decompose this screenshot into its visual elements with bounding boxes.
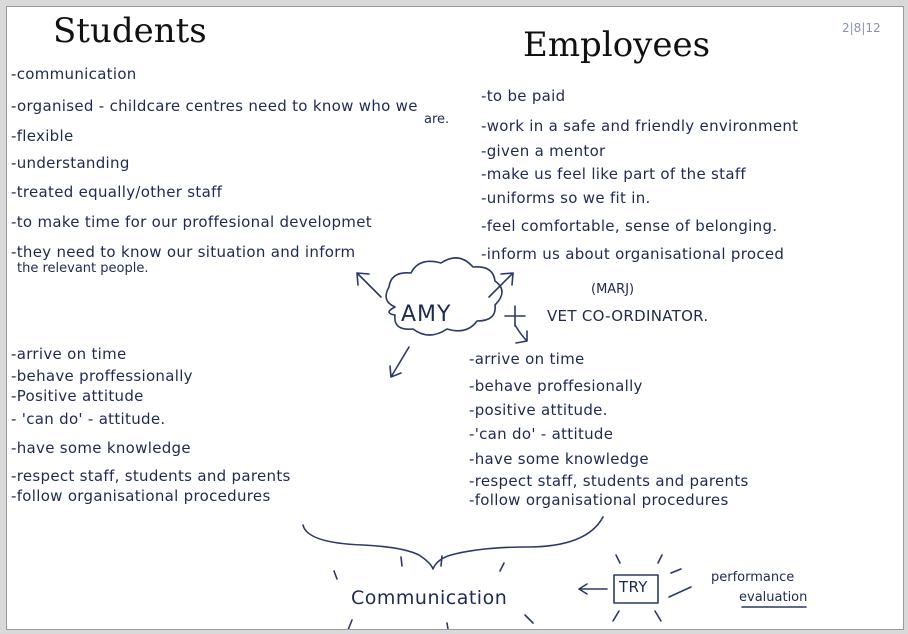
students-bottom-item: -behave proffessionally [11, 367, 193, 385]
students-top-item: -communication [11, 65, 137, 83]
employees-top-item: -to be paid [481, 87, 566, 105]
date-label: 2|8|12 [842, 21, 881, 35]
arrow-up-right-icon [488, 272, 514, 298]
coordinator-name: (MARJ) [591, 282, 635, 297]
sketch-strokes [302, 257, 807, 629]
students-bottom-item: -have some knowledge [11, 439, 191, 457]
amy-label: AMY [401, 302, 452, 327]
employees-bottom-item: -respect staff, students and parents [469, 472, 749, 490]
arrow-up-left-icon [356, 272, 382, 298]
employees-bottom-item: -follow organisational procedures [469, 491, 729, 509]
students-top-item: -flexible [11, 127, 74, 145]
employees-top-item: -work in a safe and friendly environment [481, 117, 799, 135]
students-bottom-item: -respect staff, students and parents [11, 467, 291, 485]
students-top-item: -understanding [11, 154, 130, 172]
plus-icon [504, 305, 526, 327]
ray-stroke [400, 556, 403, 567]
employees-top-item: -make us feel like part of the staff [481, 165, 747, 183]
communication-label: Communication [351, 587, 508, 609]
students-bottom-item: -Positive attitude [11, 387, 144, 405]
employees-top-item: -feel comfortable, sense of belonging. [481, 217, 778, 235]
employees-bottom-item: -behave proffesionally [469, 377, 643, 395]
employees-bottom-item: -arrive on time [469, 350, 585, 368]
ray-stroke [347, 619, 353, 629]
employees-top-item: -uniforms so we fit in. [481, 189, 651, 207]
ray-stroke [657, 554, 663, 564]
employees-heading: Employees [523, 25, 711, 65]
students-top-item: -they need to know our situation and inf… [11, 243, 356, 261]
handwritten-notes-page: 2|8|12 Students -communication -organise… [6, 6, 904, 630]
try-label: TRY [619, 578, 648, 596]
employees-bottom-item: -have some knowledge [469, 450, 649, 468]
arrow-left-icon [578, 583, 608, 595]
employees-bottom-item: -positive attitude. [469, 401, 608, 419]
students-top-item: are. [424, 112, 450, 127]
performance-label: performance [711, 570, 795, 585]
bracket-brace [302, 516, 604, 570]
students-heading: Students [53, 11, 207, 51]
ray-stroke [654, 610, 662, 622]
evaluation-label: evaluation [739, 590, 808, 605]
coordinator-role: VET CO-ORDINATOR. [547, 307, 709, 325]
students-bottom-item: -follow organisational procedures [11, 487, 271, 505]
employees-top-item: -given a mentor [481, 142, 606, 160]
arrow-down-left-icon [389, 346, 410, 378]
students-top-item: -to make time for our proffesional devel… [11, 213, 372, 231]
students-bottom-item: -arrive on time [11, 345, 127, 363]
ray-stroke [440, 555, 443, 567]
ray-stroke [670, 568, 682, 574]
arrow-down-right-icon [514, 324, 528, 344]
amy-cloud-shape [385, 257, 503, 336]
students-top-item: -treated equally/other staff [11, 183, 223, 201]
ray-stroke [612, 610, 620, 622]
ray-stroke [333, 570, 338, 580]
students-bottom-item: - 'can do' - attitude. [11, 410, 166, 428]
students-top-item: the relevant people. [17, 261, 149, 276]
students-top-item: -organised - childcare centres need to k… [11, 97, 418, 115]
ray-stroke [524, 614, 534, 624]
ray-stroke [499, 562, 505, 572]
ray-stroke [615, 554, 621, 564]
employees-bottom-item: -'can do' - attitude [469, 425, 614, 443]
ray-stroke [446, 622, 449, 629]
try-box [613, 574, 659, 604]
employees-top-item: -inform us about organisational proced [481, 245, 785, 263]
dash-stroke [668, 586, 692, 598]
